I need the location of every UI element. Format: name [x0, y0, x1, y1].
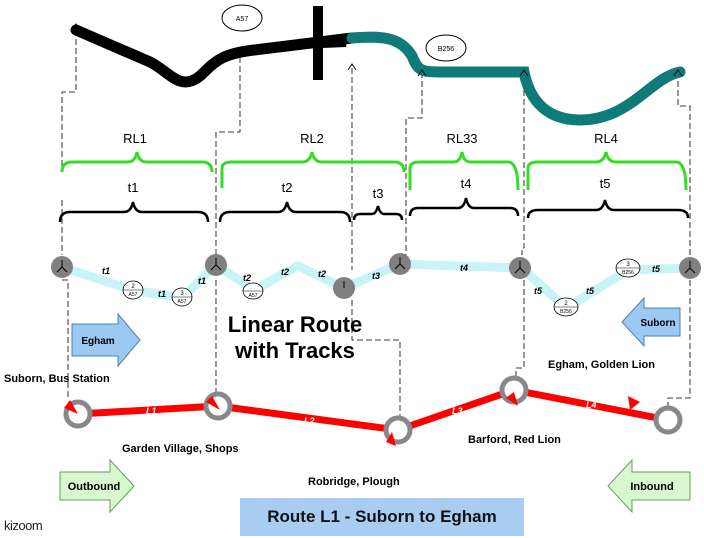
- junction-node: [509, 257, 531, 279]
- connector-line: [405, 72, 423, 255]
- junction-node: [389, 253, 411, 275]
- track-label: t2: [243, 273, 251, 283]
- arrow-inbound: Inbound: [607, 458, 691, 514]
- link-label-l1: L1: [146, 406, 157, 416]
- connector-line: [515, 280, 525, 385]
- junction-node: [679, 257, 701, 279]
- route-link-labels: L1 L2 L3 L4: [146, 400, 597, 426]
- brand-logo-text: kizoom: [4, 518, 43, 533]
- rl2-brace: [220, 151, 406, 188]
- t4-brace: [408, 197, 520, 217]
- track-label: t1: [102, 266, 110, 276]
- track-label: t4: [460, 263, 468, 273]
- arrow-inbound-label: Inbound: [630, 481, 673, 493]
- road-junction-horizontal: [297, 37, 347, 49]
- junction-node: [333, 277, 355, 299]
- connector-line: [521, 72, 525, 255]
- track-label: t1: [158, 289, 166, 299]
- seq-node-number: 2: [564, 301, 568, 307]
- arrow-outbound: Outbound: [59, 458, 135, 514]
- rl1-brace: [60, 151, 214, 173]
- track-label: t2: [318, 269, 326, 279]
- seq-node-road: B256: [622, 270, 634, 276]
- connector-line: [667, 280, 691, 410]
- rl1-label: RL1: [123, 131, 147, 146]
- t4-brace-label: t4: [461, 176, 472, 191]
- t3-brace-label: t3: [373, 186, 384, 201]
- arrow-egham: Egham: [71, 312, 141, 368]
- seq-node-road: B256: [560, 309, 572, 315]
- track-labels: t1 t1 t1 t2 t2 t2 t3 t4 t5 t5 t5: [102, 263, 661, 299]
- track-junction-nodes: [51, 253, 701, 299]
- rl2-label: RL2: [300, 131, 324, 146]
- seq-node-road: A57: [129, 292, 138, 298]
- track-label: t5: [586, 286, 595, 296]
- rl4-brace: [526, 151, 688, 191]
- road-label-b256: B256: [438, 46, 454, 53]
- connector-line: [62, 279, 69, 400]
- stop-garden-village: [203, 391, 233, 421]
- junction-node: [51, 256, 73, 278]
- junction-node: [205, 254, 227, 276]
- track-sequence-nodes: 2 A57 3 A57 A57 2 B256 3 B256: [122, 258, 641, 317]
- arrow-outbound-label: Outbound: [68, 481, 121, 493]
- seq-node-road: A57: [178, 299, 187, 305]
- road-label-a57-oval: [221, 4, 263, 32]
- road-label-a57: A57: [236, 16, 249, 23]
- road-network: A57 B256: [70, 4, 686, 126]
- rl33-label: RL33: [446, 131, 477, 146]
- connector-line: [677, 72, 691, 255]
- rl33-brace: [408, 151, 520, 191]
- stop-label-barford: Barford, Red Lion: [468, 434, 561, 446]
- t5-brace-label: t5: [600, 176, 611, 191]
- stop-label-robridge: Robridge, Plough: [308, 476, 400, 488]
- seq-node-number: 2: [131, 284, 135, 290]
- route-path: [77, 386, 669, 434]
- stop-pointers: [64, 392, 640, 446]
- track-label: t5: [652, 264, 661, 274]
- link-label-l4: L4: [586, 400, 597, 410]
- t3-brace: [352, 205, 404, 221]
- t2-brace-label: t2: [282, 180, 293, 195]
- seq-node-number: 3: [626, 262, 630, 268]
- t5-brace: [526, 199, 690, 219]
- t1-brace-label: t1: [128, 180, 139, 195]
- connector-line: [215, 48, 241, 255]
- seq-node-road: A57: [249, 293, 258, 299]
- route-line: L1 L2 L3 L4: [63, 375, 683, 446]
- road-label-b256-oval: [425, 34, 467, 62]
- route-title: Route L1 - Suborn to Egham: [240, 498, 524, 536]
- rl4-label: RL4: [594, 131, 618, 146]
- t1-brace: [58, 201, 210, 223]
- track-braces: [58, 197, 690, 223]
- seq-node-number: 3: [180, 291, 184, 297]
- route-link-braces: [60, 151, 688, 191]
- stop-label-garden-village: Garden Village, Shops: [122, 443, 239, 455]
- arrow-suborn: Suborn: [621, 296, 681, 348]
- road-b256-path: [346, 31, 686, 126]
- link-label-l3: L3: [452, 406, 463, 416]
- stop-egham: [653, 405, 683, 435]
- connector-line: [351, 300, 401, 425]
- road-ticks: [71, 23, 683, 77]
- arrow-suborn-label: Suborn: [641, 318, 676, 329]
- track-label: t1: [198, 276, 206, 286]
- stop-label-suborn: Suborn, Bus Station: [4, 373, 110, 385]
- track-label: t2: [281, 267, 289, 277]
- connector-line: [61, 30, 77, 168]
- t2-brace: [218, 201, 352, 223]
- road-a57-path: [70, 24, 358, 88]
- link-label-l2: L2: [304, 416, 315, 426]
- stop-label-egham: Egham, Golden Lion: [548, 359, 655, 371]
- arrow-egham-label: Egham: [81, 336, 114, 347]
- track-label: t5: [534, 286, 543, 296]
- track-label: t3: [372, 271, 380, 281]
- connector-lines: [61, 30, 691, 425]
